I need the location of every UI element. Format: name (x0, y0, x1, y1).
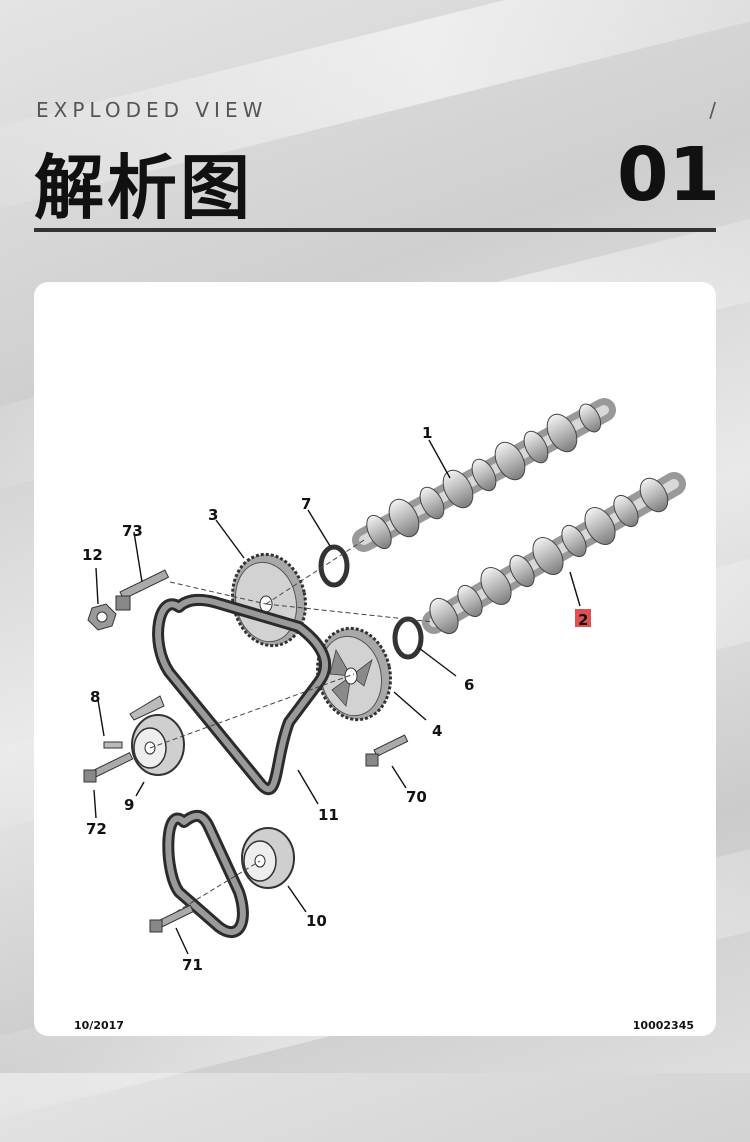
label-12: 12 (82, 546, 103, 564)
label-10: 10 (306, 912, 327, 930)
label-1: 1 (422, 424, 432, 442)
pin-8 (103, 741, 123, 749)
label-71: 71 (182, 956, 203, 974)
label-4: 4 (432, 722, 442, 740)
label-2: 2 (578, 611, 588, 629)
header-divider (34, 228, 716, 232)
bolt-71 (149, 904, 194, 933)
label-9: 9 (124, 796, 134, 814)
label-8: 8 (90, 688, 100, 706)
bolt-70 (365, 734, 409, 767)
footer-date: 10/2017 (74, 1019, 124, 1032)
oil-seal-6 (392, 616, 424, 660)
highlight-box-2 (575, 609, 591, 627)
exploded-view-diagram: 1 2 3 4 6 7 8 9 10 11 12 70 71 72 73 (82, 398, 686, 974)
alignment-lines (149, 539, 435, 913)
camshaft-exhaust (422, 472, 686, 635)
footer-code: 10002345 (632, 1019, 694, 1032)
section-slash: / (709, 98, 716, 122)
section-kicker: EXPLODED VIEW (36, 98, 268, 122)
camshaft-intake (352, 398, 616, 552)
idler-pulley-10 (241, 827, 295, 889)
label-70: 70 (406, 788, 427, 806)
tensioner-pulley-9 (129, 695, 185, 776)
diagram-card: 1 2 3 4 6 7 8 9 10 11 12 70 71 72 73 10/… (34, 282, 716, 1036)
leader-lines (93, 439, 581, 955)
page-title: 解析图 (34, 147, 253, 229)
nut-12 (87, 603, 117, 631)
oil-seal-7 (318, 544, 350, 588)
label-6: 6 (464, 676, 474, 694)
label-73: 73 (122, 522, 143, 540)
camshaft-sprocket-3 (231, 552, 307, 648)
section-number: 01 (617, 132, 720, 218)
label-3: 3 (208, 506, 218, 524)
bolt-72 (83, 752, 134, 783)
label-7: 7 (301, 495, 311, 513)
label-72: 72 (86, 820, 107, 838)
label-11: 11 (318, 806, 339, 824)
timing-belt (152, 593, 331, 938)
